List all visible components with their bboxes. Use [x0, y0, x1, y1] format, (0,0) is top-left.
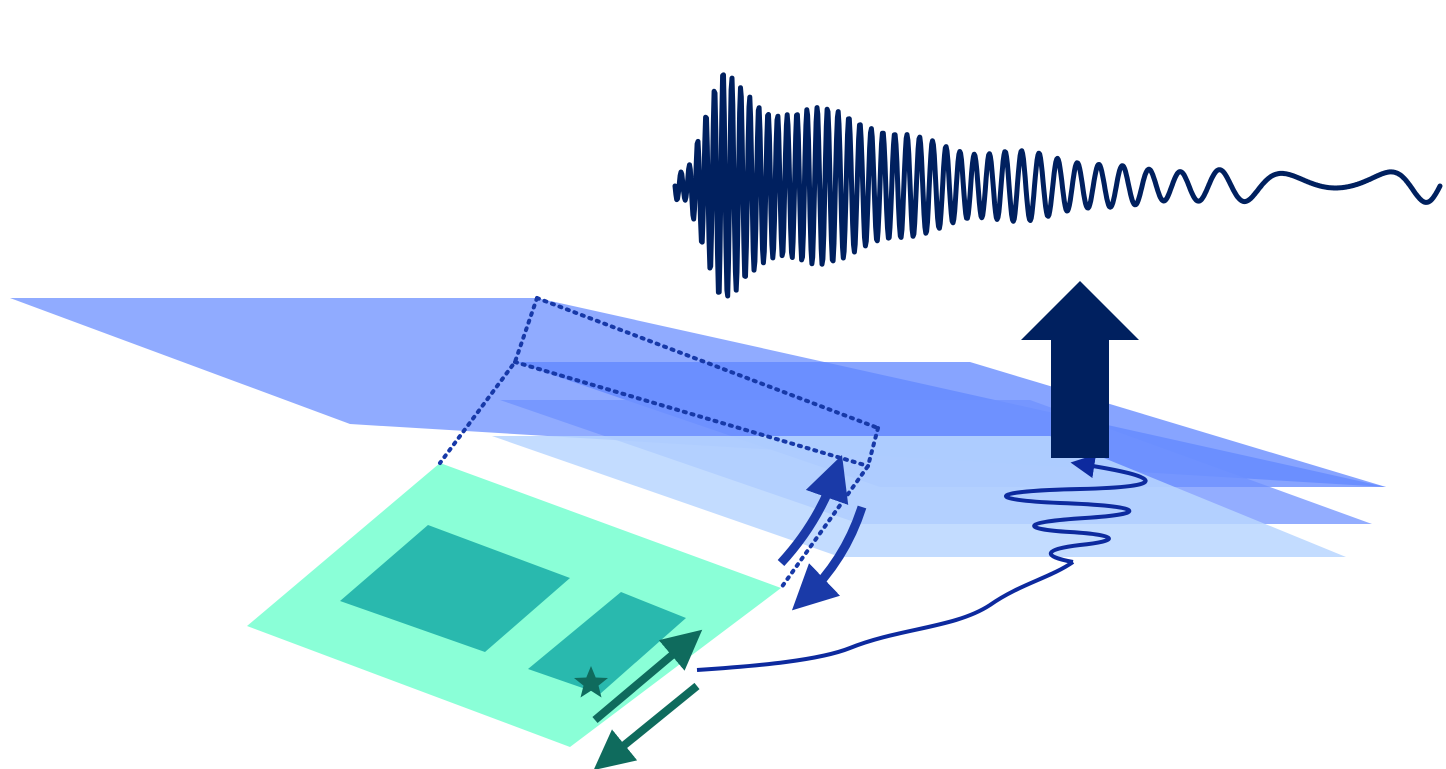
slip-arrows-lower: [592, 629, 703, 769]
slip-arrow-forward-icon: [592, 629, 703, 724]
slip-arrow-up-icon: [777, 455, 849, 567]
seismogram-trace: [672, 72, 1443, 299]
seismic-wave-path: [696, 560, 1075, 672]
slip-arrow-back-icon: [593, 682, 700, 769]
sediment-layers: [492, 362, 1386, 557]
hypocenter-star-icon: [574, 666, 608, 698]
asperity-small: [528, 592, 686, 694]
ground-motion-up-arrow-icon: [1021, 281, 1139, 458]
fault-projection-outline: [438, 296, 880, 590]
site-amplification-wiggle: [1004, 454, 1148, 564]
slip-arrows-upper: [777, 455, 867, 611]
asperity-large: [340, 525, 570, 652]
sediment-layer-bottom: [492, 436, 1346, 557]
slip-arrow-down-icon: [791, 505, 867, 611]
